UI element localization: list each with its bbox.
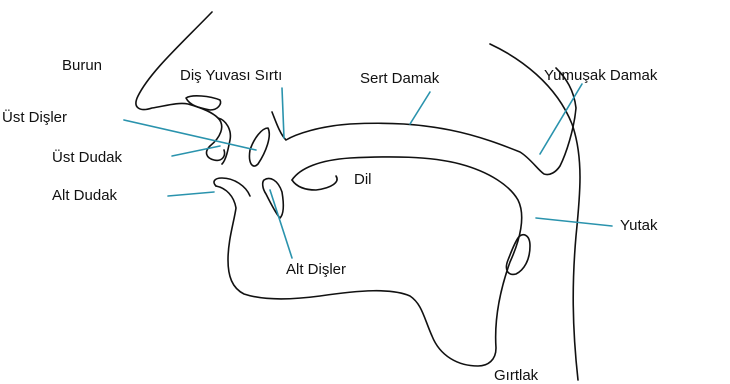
- label-girtlak: Gırtlak: [494, 368, 538, 383]
- leader-yutak: [536, 218, 612, 226]
- label-dis-yuvasi-sirti: Diş Yuvası Sırtı: [180, 68, 282, 83]
- leader-sert-damak: [410, 92, 430, 124]
- label-ust-disler: Üst Dişler: [2, 110, 67, 125]
- leader-ust-disler: [124, 120, 256, 150]
- leader-yumusak-damak: [540, 84, 582, 154]
- upper-tooth-shape: [249, 128, 269, 166]
- tongue-outline: [216, 157, 522, 366]
- pharynx-back-wall: [490, 44, 580, 380]
- label-alt-disler: Alt Dişler: [286, 262, 346, 277]
- label-ust-dudak: Üst Dudak: [52, 150, 122, 165]
- label-dil: Dil: [354, 172, 372, 187]
- nostril-shape: [186, 96, 221, 110]
- leader-alt-dudak: [168, 192, 214, 196]
- leader-alt-disler: [270, 190, 292, 258]
- label-alt-dudak: Alt Dudak: [52, 188, 117, 203]
- leader-ust-dudak: [172, 146, 220, 156]
- label-yutak: Yutak: [620, 218, 658, 233]
- label-burun: Burun: [62, 58, 102, 73]
- label-yumusak-damak: Yumuşak Damak: [544, 68, 657, 83]
- nose-profile: [136, 12, 225, 160]
- label-sert-damak: Sert Damak: [360, 71, 439, 86]
- tongue-tip: [292, 176, 337, 190]
- leader-dis-yuvasi-sirti: [282, 88, 284, 138]
